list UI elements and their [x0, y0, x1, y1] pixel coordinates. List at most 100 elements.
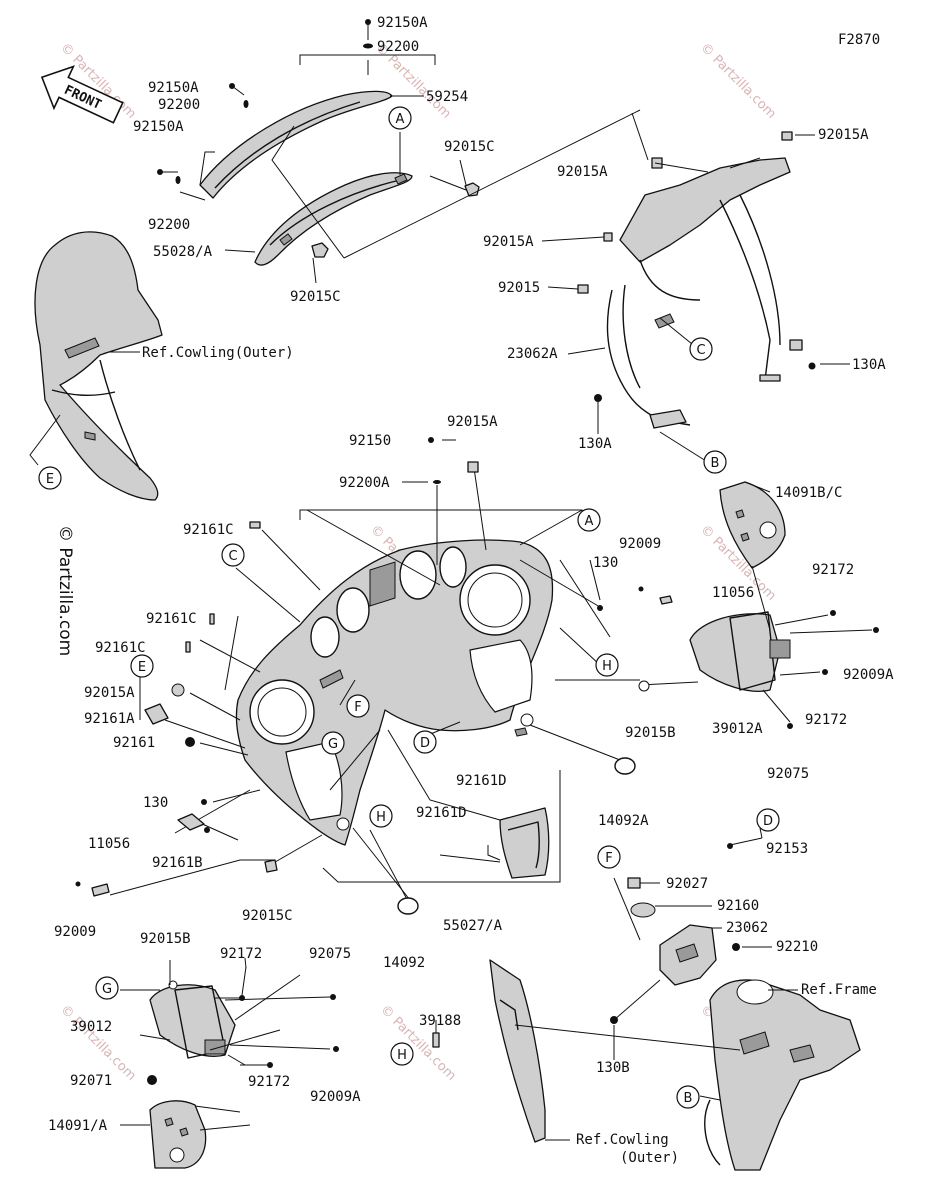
label-92009A: 92009A: [843, 667, 894, 683]
label-92015B: 92015B: [140, 931, 191, 947]
ref-cowling-outer-top: [34, 231, 163, 501]
svg-text:E: E: [46, 472, 54, 487]
label-92172: 92172: [805, 712, 847, 728]
label-92200: 92200: [377, 39, 419, 55]
ref-cowling-outer-bottom: [489, 959, 741, 1143]
label-92161C: 92161C: [146, 611, 197, 627]
label-92015C: 92015C: [444, 139, 495, 155]
svg-text:C: C: [228, 549, 237, 564]
inner-trim-55028A: [254, 172, 413, 266]
label-14092A: 14092A: [598, 813, 649, 829]
ref-cowling-outer-label: Ref.Cowling: [576, 1132, 669, 1148]
label-14091BC: 14091B/C: [775, 485, 842, 501]
clip-92015C: [311, 242, 329, 258]
callout-e: E: [130, 654, 154, 678]
callout-d: D: [756, 808, 780, 832]
leader: [29, 414, 61, 466]
label-92161C: 92161C: [183, 522, 234, 538]
label-92015A: 92015A: [483, 234, 534, 250]
label-92015B: 92015B: [625, 725, 676, 741]
label-92161D: 92161D: [456, 773, 507, 789]
leaders-top: [179, 54, 649, 284]
callout-g: G: [321, 731, 345, 755]
label-92172: 92172: [248, 1074, 290, 1090]
label-130: 130: [593, 555, 618, 571]
callout-e: E: [38, 466, 62, 490]
callout-h: H: [595, 653, 619, 677]
svg-text:D: D: [763, 814, 773, 829]
callout-a: A: [577, 508, 601, 532]
svg-text:A: A: [396, 112, 405, 127]
svg-text:H: H: [602, 659, 612, 674]
label-92153: 92153: [766, 841, 808, 857]
label-130A: 130A: [578, 436, 612, 452]
leaders-frame: [541, 134, 850, 462]
figure-code: F2870: [838, 32, 880, 48]
label-14091A: 14091/A: [48, 1118, 108, 1134]
label-92015A: 92015A: [447, 414, 498, 430]
label-92161: 92161: [113, 735, 155, 751]
svg-text:D: D: [420, 736, 430, 751]
callout-b: B: [703, 450, 727, 474]
screw-92153: [727, 827, 763, 849]
label-92015A: 92015A: [818, 127, 869, 143]
label-92161D: 92161D: [416, 805, 467, 821]
label-39012: 39012: [70, 1019, 112, 1035]
svg-text:A: A: [585, 514, 594, 529]
frame-fasteners: [577, 131, 816, 402]
label-92015: 92015: [498, 280, 540, 296]
label-92200A: 92200A: [339, 475, 390, 491]
ref-cowling-outer-label: Ref.Cowling(Outer): [142, 345, 294, 361]
label-92210: 92210: [776, 939, 818, 955]
callout-d: D: [413, 730, 437, 754]
svg-text:E: E: [138, 660, 146, 675]
callout-b: B: [676, 1085, 700, 1109]
bracket-23062: [610, 877, 772, 1060]
callout-a: A: [388, 106, 412, 130]
fairing-bracket-23062A: [606, 157, 803, 429]
svg-text:H: H: [376, 810, 386, 825]
label-23062A: 23062A: [507, 346, 558, 362]
watermark: © Partzilla.com: [697, 40, 779, 122]
callout-g: G: [95, 976, 119, 1000]
callout-f: F: [597, 845, 621, 869]
leaders-center: [109, 439, 699, 906]
svg-text:H: H: [397, 1048, 407, 1063]
label-92150: 92150: [349, 433, 391, 449]
inner-cowling-center: [235, 539, 554, 846]
screw-group-top: [157, 19, 373, 184]
center-fasteners: [75, 437, 673, 915]
label-55027A: 55027/A: [443, 918, 503, 934]
svg-text:G: G: [328, 737, 338, 752]
label-92150A: 92150A: [133, 119, 184, 135]
callout-h: H: [369, 804, 393, 828]
label-92150A: 92150A: [377, 15, 428, 31]
label-14092: 14092: [383, 955, 425, 971]
callout-markers: A A B B C C D D E E F F G G H H H: [38, 106, 780, 1109]
label-39188: 39188: [419, 1013, 461, 1029]
label-92075: 92075: [309, 946, 351, 962]
label-92161C: 92161C: [95, 640, 146, 656]
label-92027: 92027: [666, 876, 708, 892]
svg-text:G: G: [102, 982, 112, 997]
label-55028A: 55028/A: [153, 244, 213, 260]
callout-f: F: [346, 694, 370, 718]
label-92160: 92160: [717, 898, 759, 914]
label-92009: 92009: [54, 924, 96, 940]
label-39012A: 39012A: [712, 721, 763, 737]
label-11056: 11056: [712, 585, 754, 601]
svg-text:B: B: [711, 456, 720, 471]
cover-14091A: [120, 1100, 251, 1169]
label-92075: 92075: [767, 766, 809, 782]
label-59254: 59254: [426, 89, 468, 105]
label-92015A: 92015A: [84, 685, 135, 701]
label-92172: 92172: [812, 562, 854, 578]
watermark-vertical: © Partzilla.com: [55, 525, 75, 656]
label-92161A: 92161A: [84, 711, 135, 727]
cover-14091BC: [719, 481, 786, 631]
watermark: © Partzilla.com: [57, 1002, 139, 1084]
svg-text:C: C: [696, 343, 705, 358]
label-92161B: 92161B: [152, 855, 203, 871]
